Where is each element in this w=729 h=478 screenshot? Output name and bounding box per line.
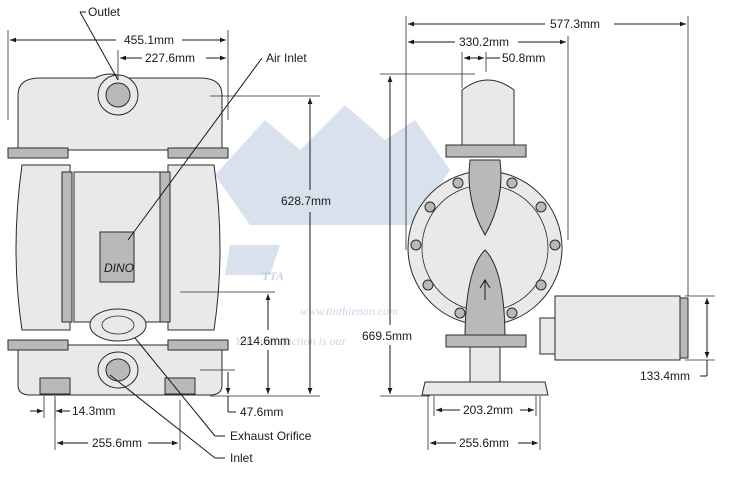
- watermark: TTA www.tinthienan.com Your satisfaction…: [215, 105, 475, 348]
- dim-side-base: 255.6mm: [459, 436, 509, 450]
- dim-front-width: 455.1mm: [124, 33, 174, 47]
- outlet-port-icon: [97, 74, 139, 116]
- watermark-slogan: Your satisfaction is our: [235, 334, 347, 348]
- muffler-icon: [539, 295, 689, 361]
- watermark-site: www.tinthienan.com: [300, 304, 398, 318]
- label-exhaust-orifice: Exhaust Orifice: [230, 429, 312, 443]
- dim-side-height: 669.5mm: [362, 329, 412, 343]
- front-view-pump: DINO: [7, 73, 229, 396]
- exhaust-port-icon: [89, 308, 147, 342]
- watermark-gear-icon: [215, 105, 475, 275]
- dim-front-base-width: 255.6mm: [92, 436, 142, 450]
- side-dimensions: 577.3mm 330.2mm 50.8mm 669.5mm 133.4mm 2…: [362, 16, 715, 450]
- side-view-pump: [407, 79, 689, 396]
- label-outlet: Outlet: [88, 5, 121, 19]
- label-inlet: Inlet: [230, 451, 253, 465]
- dim-front-height: 628.7mm: [281, 194, 331, 208]
- dim-side-width: 330.2mm: [459, 35, 509, 49]
- dim-front-foot: 14.3mm: [72, 404, 115, 418]
- dim-side-top: 50.8mm: [502, 51, 545, 65]
- dim-side-inner-base: 203.2mm: [463, 403, 513, 417]
- inlet-port-icon: [97, 351, 139, 389]
- dim-front-base-height: 47.6mm: [240, 405, 283, 419]
- dim-side-muffler: 133.4mm: [640, 369, 690, 383]
- front-dimensions: 455.1mm 227.6mm 628.7mm 214.6mm 47.6mm 1…: [7, 30, 331, 450]
- dim-front-inlet-height: 214.6mm: [240, 334, 290, 348]
- dim-front-outlet-width: 227.6mm: [145, 51, 195, 65]
- dim-side-total-width: 577.3mm: [550, 17, 600, 31]
- pump-badge: DINO: [104, 261, 134, 275]
- label-air-inlet: Air Inlet: [266, 51, 307, 65]
- front-callouts: Outlet Air Inlet Exhaust Orifice Inlet: [79, 5, 312, 465]
- watermark-logo: TTA: [262, 269, 284, 283]
